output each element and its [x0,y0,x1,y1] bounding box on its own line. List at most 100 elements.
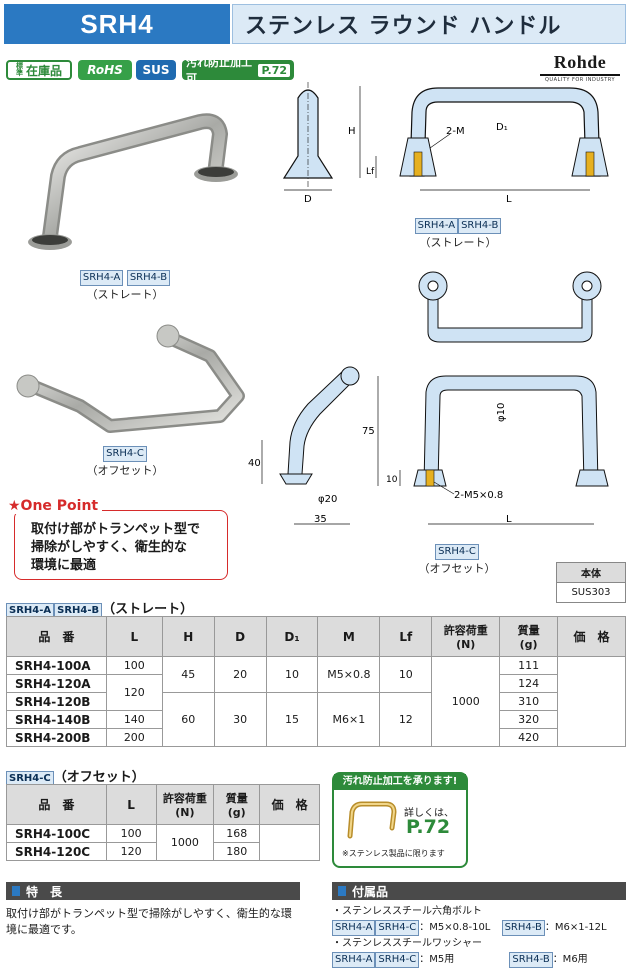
sus-badge: SUS [136,60,176,80]
one-point-title: ★One Point [8,498,103,514]
cell-lf-a: 10 [379,656,433,693]
th-part: 品 番 [6,784,107,825]
dim-offset-phi10: φ10 [496,403,507,422]
tag-draw-srh4-c: SRH4-C [435,544,479,560]
dim-offset-l: L [506,514,512,525]
acc-tag: SRH4-B [501,920,545,936]
cell-weight: 111 [499,656,559,675]
promo-title: 汚れ防止加工を承ります! [334,774,466,790]
cell-l: 100 [105,824,157,843]
cell-l: 140 [105,710,163,729]
th-d: D [213,616,267,657]
part-number: SRH4-120A [6,674,107,693]
features-bar: 特 長 [6,882,300,900]
acc-tag: SRH4-C [375,920,420,936]
part-number: SRH4-140B [6,710,107,729]
promo-note: ※ステンレス製品に限ります [342,849,445,858]
cell-weight: 420 [499,728,559,747]
th-h: H [161,616,215,657]
cell-m-a: M5×0.8 [317,656,381,693]
th-m: M [317,616,381,657]
part-number: SRH4-200B [6,728,107,747]
table-row: SRH4-100A 100 45 20 10 M5×0.8 10 1000 11… [6,656,626,747]
acc-washer: ・ステンレススチールワッシャー [332,938,482,949]
th-weight: 質量 (g) [213,784,261,825]
cell-weight: 124 [499,674,559,693]
cell-l: 120 [105,842,157,861]
dim-offset-10: 10 [386,475,398,485]
acc-bolt: ・ステンレススチール六角ボルト [332,906,482,917]
cell-l: 100 [105,656,163,675]
straight-label: （ストレート） [86,288,164,301]
cell-d1-a: 10 [265,656,319,693]
cell-load: 1000 [431,656,501,747]
cell-h-a: 45 [161,656,215,693]
page-title: ステンレス ラウンド ハンドル [232,4,626,44]
dim-m: 2-M [446,126,465,137]
table-row: SRH4-120B 60 30 15 M6×1 12 310 [6,692,626,747]
straight-handle-photo [28,113,238,250]
handle-icon [347,801,397,839]
acc-spec: ：M6用 [552,954,588,965]
offset-drawing-caption: SRH4-C （オフセット） [412,544,502,576]
offset-handle-photo [16,324,245,433]
part-number: SRH4-100A [6,656,107,675]
th-load: 許容荷重 (N) [431,616,501,657]
tag-srh4-a: SRH4-A [79,270,124,286]
promo-page: P.72 [406,816,451,838]
dim-offset-40: 40 [248,458,261,469]
one-point-line-1: 取付け部がトランペット型で [31,522,201,537]
acc-spec: ：M5×0.8-10L [419,922,491,933]
one-point-line-3: 環境に最適 [31,558,97,573]
table-row: SRH4-120C 120 180 [6,842,320,861]
stock-small-label: 標準 [15,62,23,77]
straight-photo-caption: SRH4-A SRH4-B （ストレート） [50,270,200,302]
dim-d1: D₁ [496,122,508,133]
tag-srh4-b: SRH4-B [126,270,171,286]
dim-lf: Lf [366,167,375,177]
th-load: 許容荷重 (N) [155,784,215,825]
acc-spec: ：M6×1-12L [544,922,607,933]
cell-h-b: 60 [161,692,215,747]
cell-price [259,824,320,861]
acc-tag: SRH4-A [332,920,376,936]
cell-l: 120 [105,674,163,711]
offset-photo-caption: SRH4-C （オフセット） [70,446,180,478]
part-number: SRH4-100C [6,824,107,843]
table-row: SRH4-120A 120 124 [6,674,626,711]
anti-dirt-promo: 汚れ防止加工を承ります! 詳しくは、 P.72 ※ステンレス製品に限ります [332,772,468,868]
anti-dirt-label: 汚れ防止加工可 [186,56,252,85]
dim-h: H [348,126,356,137]
cell-load: 1000 [155,824,215,861]
cell-m-b: M6×1 [317,692,381,747]
features-text: 取付け部がトランペット型で掃除がしやすく、衛生的な環境に最適です。 [6,907,292,936]
dim-offset-m: 2-M5×0.8 [454,490,503,501]
straight-spec-table: 品 番 L H D D₁ M Lf 許容荷重 (N) 質量 (g) 価 格 SR… [6,616,626,747]
material-header: 本体 [556,562,626,583]
offset-table-label: （オフセット） [53,770,145,785]
part-number: SRH4-120B [6,692,107,711]
th-price: 価 格 [557,616,626,657]
stock-badge: 標準在庫品 [6,60,72,80]
th-d1: D₁ [265,616,319,657]
cell-d1-b: 15 [265,692,319,747]
rohs-badge: RoHS [78,60,132,80]
dim-d: D [304,194,312,205]
table-tag-c: SRH4-C [6,771,54,787]
cell-d-b: 30 [213,692,267,747]
one-point-line-2: 掃除がしやすく、衛生的な [31,540,187,555]
material-value: SUS303 [556,582,626,603]
th-weight: 質量 (g) [499,616,559,657]
accessories-title: 付属品 [352,884,389,899]
brand-logo: Rohde QUALITY FOR INDUSTRY [534,52,626,83]
cell-weight: 320 [499,710,559,729]
acc-spec: ：M5用 [419,954,455,965]
straight-drawing: D H Lf L 2-M D₁ [282,82,609,205]
dim-offset-phi20: φ20 [318,494,337,505]
table-tag-b: SRH4-B [54,603,103,619]
offset-spec-table: 品 番 L 許容荷重 (N) 質量 (g) 価 格 SRH4-100C 100 … [6,784,320,861]
